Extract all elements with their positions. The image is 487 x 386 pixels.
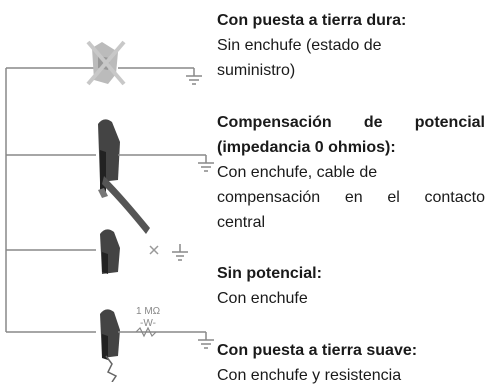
- resistor-value-label: 1 MΩ: [136, 306, 161, 317]
- plug-connector-icon: [98, 119, 150, 234]
- ground-symbol-icon: [198, 155, 214, 172]
- unplugged-connector-icon: [86, 40, 126, 86]
- ground-symbol-icon: [186, 68, 202, 85]
- section-hard-ground-desc-line2: suministro): [217, 62, 296, 79]
- section-potential-comp-desc-line1: Con enchufe, cable de: [217, 164, 378, 181]
- plug-connector-icon: [100, 309, 120, 382]
- resistor-symbol-label: -W-: [140, 318, 156, 329]
- bus-line: [5, 67, 96, 333]
- section-no-potential-desc-line1: Con enchufe: [217, 290, 308, 307]
- section-potential-comp-title-line2: (impedancia 0 ohmios):: [217, 139, 396, 156]
- cross-mark-icon: [149, 245, 159, 255]
- section-no-potential-title: Sin potencial:: [217, 265, 322, 282]
- resistor-icon: [135, 326, 157, 338]
- section-hard-ground-desc-line1: Sin enchufe (estado de: [217, 37, 382, 54]
- section-potential-comp-desc-line2: compensación en el contacto: [217, 189, 485, 206]
- section-hard-ground-title: Con puesta a tierra dura:: [217, 12, 407, 29]
- section-soft-ground-desc-line1: Con enchufe y resistencia: [217, 367, 402, 384]
- ground-symbol-icon: [198, 332, 214, 349]
- section-soft-ground-title: Con puesta a tierra suave:: [217, 342, 418, 359]
- plug-connector-icon: [100, 229, 120, 274]
- ground-symbol-icon: [172, 244, 188, 261]
- section-potential-comp-desc-line3: central: [217, 214, 266, 231]
- section-potential-comp-title-line1: Compensación de potencial: [217, 114, 485, 131]
